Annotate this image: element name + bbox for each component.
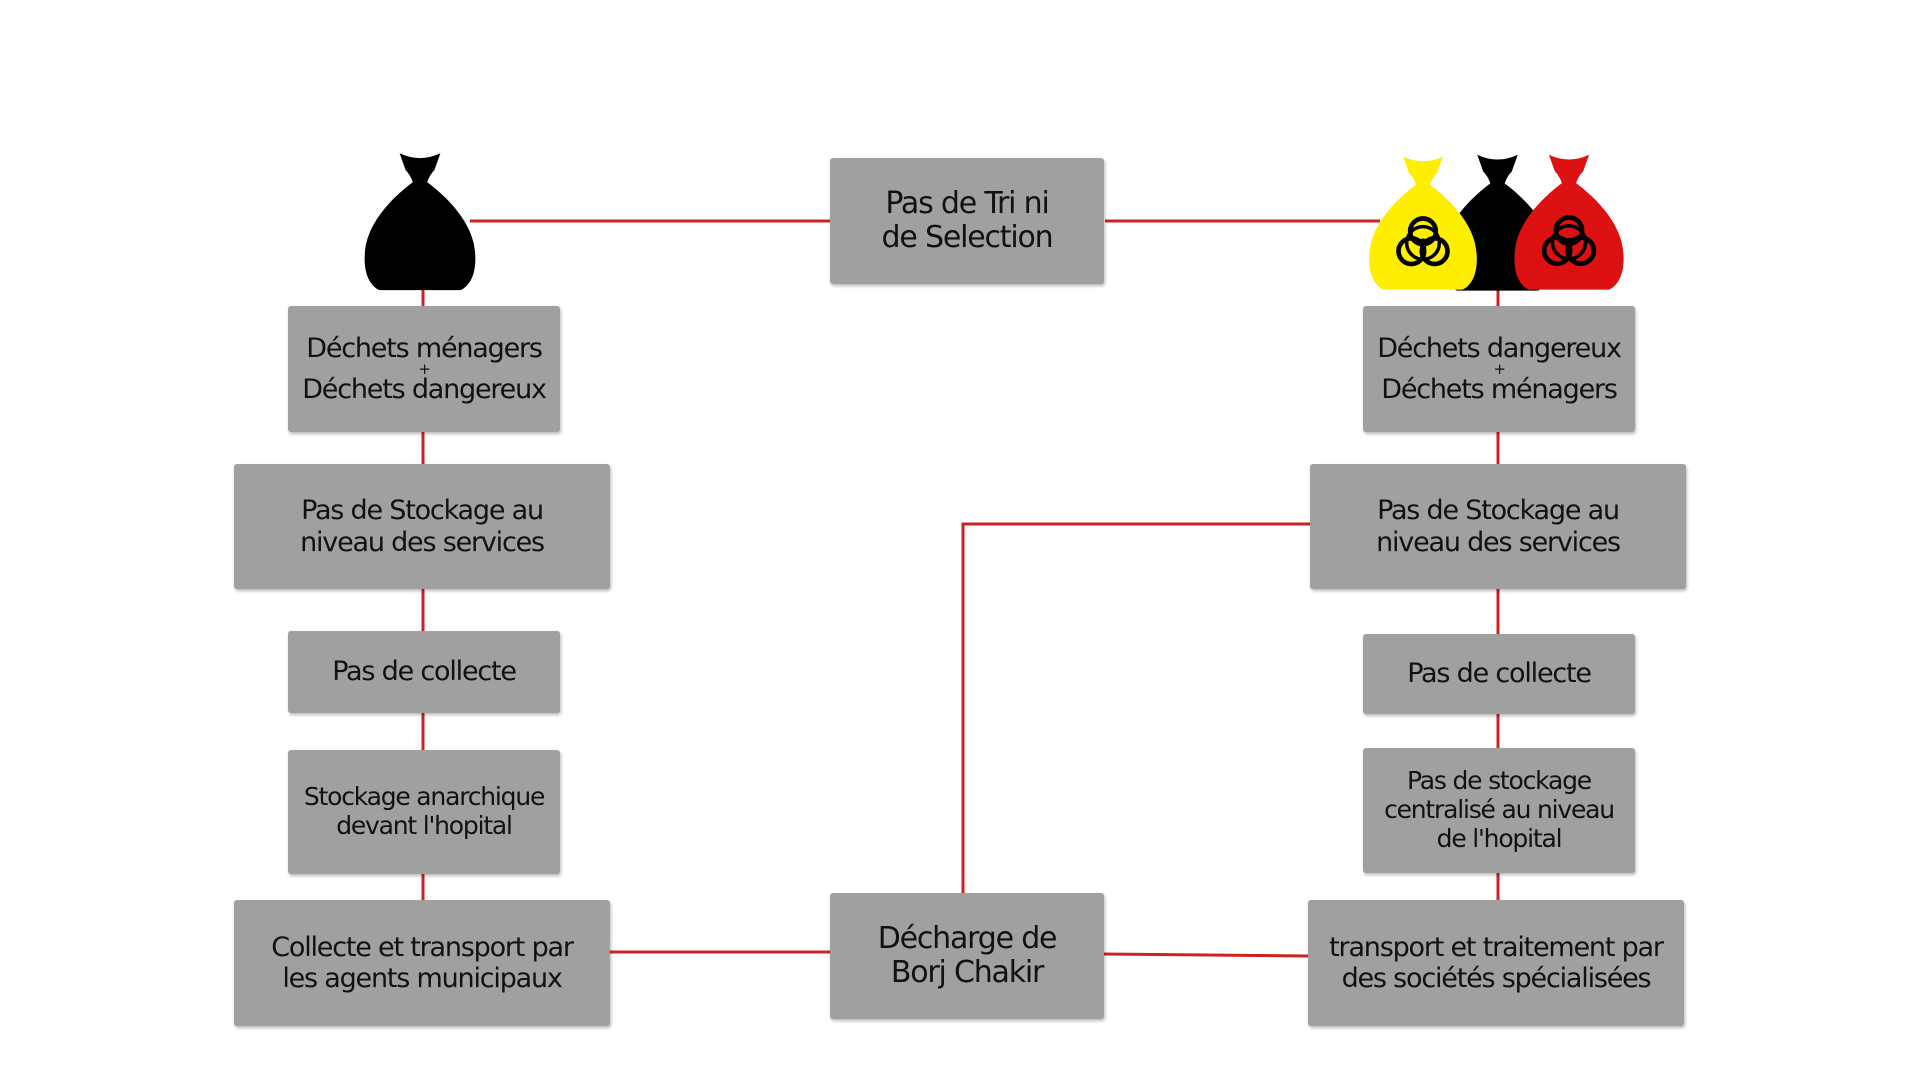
left-collection-box: Pas de collecte [288, 631, 560, 713]
right-storage-box: Pas de Stockage au niveau des services [1310, 464, 1686, 589]
left-anarchic-line1: Stockage anarchique [303, 782, 546, 812]
left-storage-box: Pas de Stockage au niveau des services [234, 464, 610, 589]
left-waste-line2: Déchets dangereux [302, 374, 547, 405]
connector-landfill-to-right [1099, 952, 1309, 958]
connector-right-storage-to-landfill [961, 522, 1310, 893]
yellow-biohazard-bag-icon [1369, 156, 1477, 290]
left-transport-line1: Collecte et transport par [271, 931, 574, 963]
right-central-line3: de l'hopital [1436, 823, 1563, 853]
right-waste-line2: Déchets ménagers [1381, 374, 1618, 405]
left-waste-plus: + [418, 360, 431, 378]
left-waste-type-box: Déchets ménagers + Déchets dangereux [288, 306, 560, 432]
left-transport-line2: les agents municipaux [282, 963, 563, 994]
landfill-line2: Borj Chakir [890, 955, 1045, 990]
no-sorting-line1: Pas de Tri ni [885, 185, 1049, 221]
landfill-line1: Décharge de [877, 920, 1058, 956]
right-waste-line1: Déchets dangereux [1377, 332, 1622, 364]
right-central-line1: Pas de stockage [1407, 766, 1592, 796]
right-collection-box: Pas de collecte [1363, 634, 1635, 714]
right-storage-line2: niveau des services [1376, 526, 1621, 558]
right-transport-box: transport et traitement par des sociétés… [1308, 900, 1684, 1026]
left-transport-box: Collecte et transport par les agents mun… [234, 900, 610, 1026]
right-waste-plus: + [1493, 360, 1506, 378]
black-garbage-bag-icon [364, 153, 476, 291]
no-sorting-box: Pas de Tri ni de Selection [830, 158, 1104, 284]
left-storage-line1: Pas de Stockage au [301, 495, 544, 527]
right-central-storage-box: Pas de stockage centralisé au niveau de … [1363, 748, 1635, 873]
no-sorting-line2: de Selection [881, 220, 1054, 255]
right-central-line2: centralisé au niveau [1384, 795, 1615, 825]
left-collection-text: Pas de collecte [332, 656, 517, 688]
left-anarchic-line2: devant l'hopital [336, 811, 513, 840]
right-collection-text: Pas de collecte [1407, 658, 1592, 690]
left-anarchic-storage-box: Stockage anarchique devant l'hopital [288, 750, 560, 874]
right-transport-line1: transport et traitement par [1329, 931, 1664, 963]
red-biohazard-bag-icon [1514, 154, 1624, 290]
left-storage-line2: niveau des services [300, 526, 545, 558]
right-transport-line2: des sociétés spécialisées [1341, 963, 1652, 994]
landfill-box: Décharge de Borj Chakir [830, 893, 1104, 1019]
right-waste-type-box: Déchets dangereux + Déchets ménagers [1363, 306, 1635, 432]
right-storage-line1: Pas de Stockage au [1377, 495, 1620, 527]
left-waste-line1: Déchets ménagers [306, 332, 543, 364]
